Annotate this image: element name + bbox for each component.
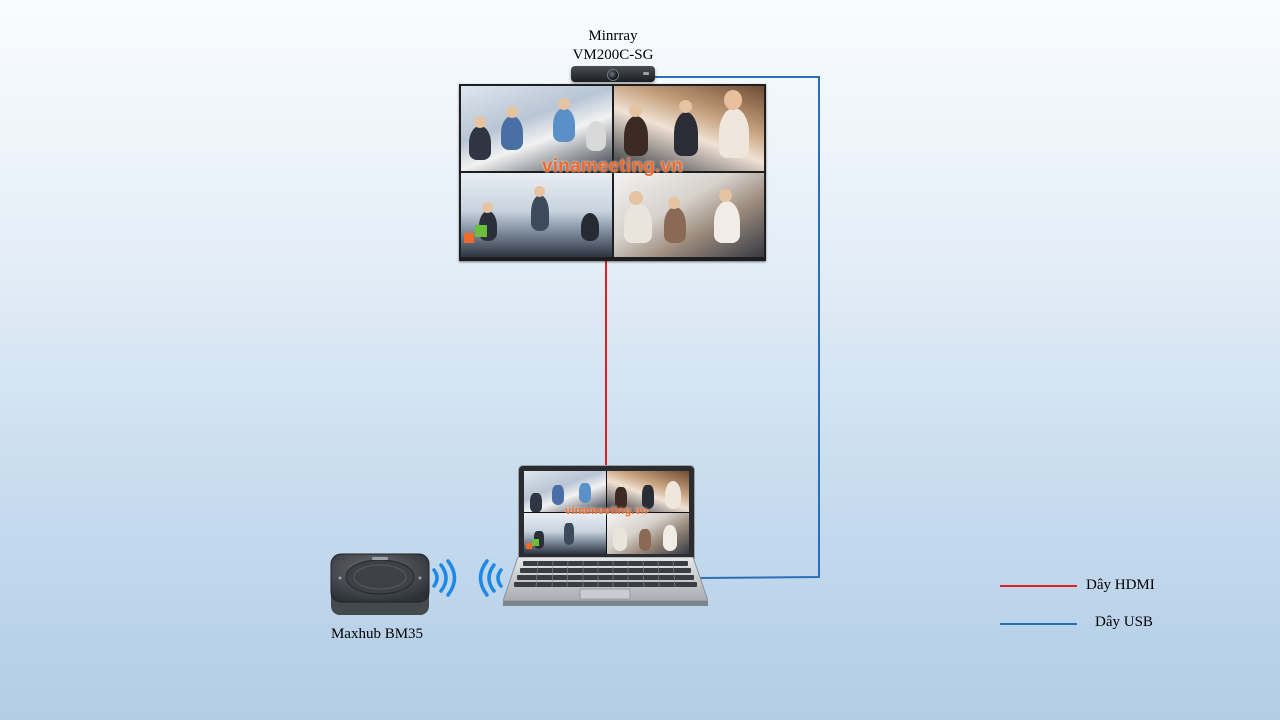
laptop-video-tile-3 [524,513,606,554]
speakerphone-label: Maxhub BM35 [330,626,424,642]
touchpad [579,588,631,600]
wireless-signal-icon [432,559,503,597]
video-tile-4 [613,172,764,257]
laptop-video-tile-4 [607,513,689,554]
display-watermark: vinameeting.vn [541,156,684,177]
camera-lens-icon [607,69,619,81]
legend-hdmi-label: Dây HDMI [1086,577,1155,593]
video-tile-1 [461,86,612,171]
laptop-video-tile-2 [607,471,689,512]
legend-usb-label: Dây USB [1095,614,1153,630]
laptop-keyboard [503,557,708,606]
laptop-screen: vinameeting.vn [524,471,689,554]
camera-model: VM200C-SG [572,47,654,63]
legend-hdmi-line [1000,585,1077,587]
legend: Dây HDMI Dây USB [1000,575,1180,635]
camera-indicator [643,72,649,75]
conference-camera [571,66,655,82]
usb-cable [655,76,820,579]
camera-brand: Minrray [588,28,638,44]
camera-label: Minrray VM200C-SG [553,27,673,65]
laptop: vinameeting.vn [518,465,695,559]
video-tile-2 [613,86,764,171]
speakerphone [330,553,430,615]
laptop-watermark: vinameeting.vn [565,505,648,517]
display-tv: vinameeting.vn [459,84,766,261]
legend-usb-line [1000,623,1077,625]
video-tile-3 [461,172,612,257]
video-conference-screen: vinameeting.vn [461,86,764,257]
laptop-video-tile-1 [524,471,606,512]
